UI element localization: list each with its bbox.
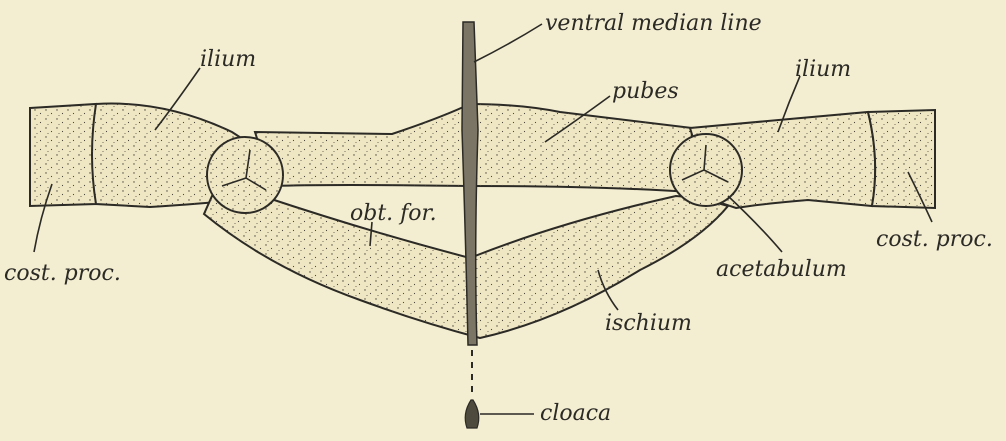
label-cost-proc-right: cost. proc. (876, 227, 993, 252)
label-ilium-left: ilium (200, 47, 256, 72)
label-cloaca: cloaca (540, 401, 611, 426)
label-ischium: ischium (605, 311, 692, 336)
label-acetabulum: acetabulum (716, 257, 847, 282)
cloaca-shape (465, 400, 479, 428)
label-pubes: pubes (612, 79, 679, 104)
label-cost-proc-left: cost. proc. (4, 261, 121, 286)
label-ilium-right: ilium (795, 57, 851, 82)
leader-ventral-median-line (474, 24, 542, 62)
label-ventral-median-line: ventral median line (545, 11, 762, 36)
label-obt-for: obt. for. (350, 201, 437, 226)
